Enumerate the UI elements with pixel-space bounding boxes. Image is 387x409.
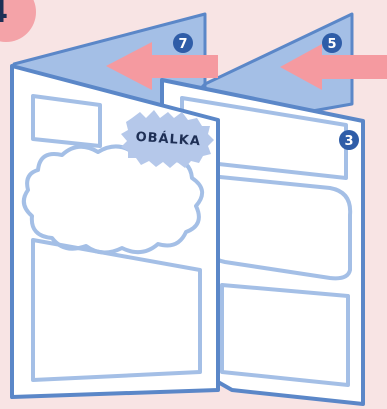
back-page-number-group: 5 xyxy=(322,33,342,53)
back-page-number: 5 xyxy=(327,37,336,52)
right-page-number: 3 xyxy=(344,134,353,149)
front-page: OBÁLKA xyxy=(12,66,218,397)
step-badge: 4 xyxy=(0,0,36,42)
step-number: 4 xyxy=(0,0,8,30)
inner-page-number: 7 xyxy=(178,37,187,52)
inner-page-number-group: 7 xyxy=(173,33,193,53)
